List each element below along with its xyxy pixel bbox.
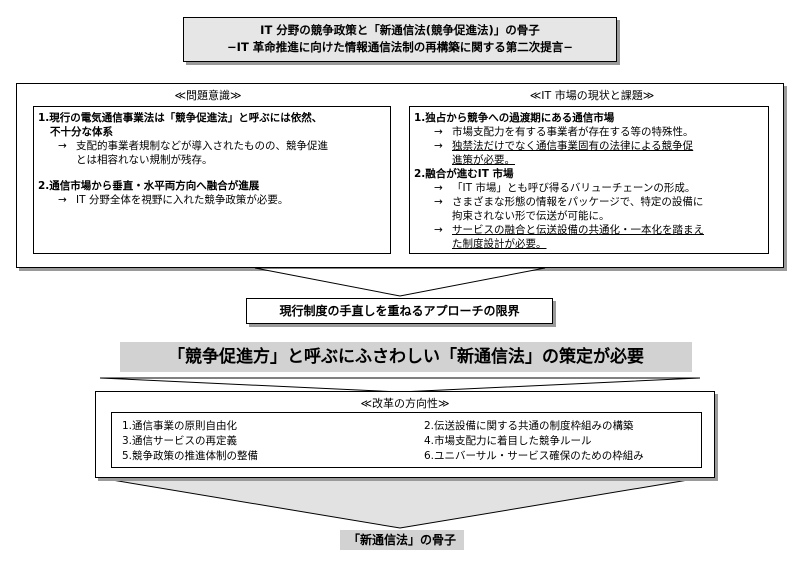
funnel-arrow-top (254, 267, 546, 297)
market-1-sub1: → 市場支配力を有する事業者が存在する等の特殊性。 (414, 125, 764, 139)
arrow-icon: → (434, 140, 443, 152)
outline-label: 「新通信法」の骨子 (340, 530, 464, 550)
market-box: 1.独占から競争への過渡期にある通信市場 → 市場支配力を有する事業者が存在する… (409, 106, 769, 254)
title-line2: −IT 革命推進に向けた情報通信法制の再構築に関する第二次提言− (227, 40, 573, 54)
reform-label: ≪改革の方向性≫ (360, 397, 450, 410)
arrow-icon: → (58, 194, 67, 206)
issue-1-sub: → 支配的事業者規制などが導入されたものの、競争促進 とは相容れない規制が残存。 (38, 139, 386, 167)
new-law-banner: 「競争促進方」と呼ぶにふさわしい「新通信法」の策定が必要 (120, 342, 692, 372)
issue-2-sub: → IT 分野全体を視野に入れた競争政策が必要。 (38, 193, 386, 207)
market-1-sub2: → 独禁法だけでなく通信事業固有の法律による競争促 進策が必要。 (414, 139, 764, 167)
reform-item-3: 3.通信サービスの再定義 (122, 435, 238, 447)
issue-1-heading-b: 不十分な体系 (50, 126, 113, 138)
issue-2-sub-a: IT 分野全体を視野に入れた競争政策が必要。 (76, 194, 289, 206)
arrow-icon: → (434, 182, 443, 194)
reform-item-2: 2.伝送設備に関する共通の制度枠組みの構築 (424, 420, 634, 432)
reform-right-column: 2.伝送設備に関する共通の制度枠組みの構築 4.市場支配力に着目した競争ルール … (424, 419, 644, 464)
market-2-sub2: → さまざまな形態の情報をパッケージで、特定の設備に 拘束されない形で伝送が可能… (414, 195, 764, 223)
market-2-sub1: → 「IT 市場」とも呼び得るバリューチェーンの形成。 (414, 181, 764, 195)
issue-1-sub-a: 支配的事業者規制などが導入されたものの、競争促進 (76, 140, 328, 152)
market-1-sub2-b: 進策が必要。 (452, 154, 515, 166)
market-2-sub1-text: 「IT 市場」とも呼び得るバリューチェーンの形成。 (452, 182, 696, 194)
reform-item-1: 1.通信事業の原則自由化 (122, 420, 238, 432)
funnel-arrow-mid (99, 377, 701, 393)
reform-item-5: 5.競争政策の推進体制の整備 (122, 450, 259, 462)
market-1-sub1-text: 市場支配力を有する事業者が存在する等の特殊性。 (452, 126, 694, 138)
issue-2-heading: 2.通信市場から垂直・水平両方向へ融合が進展 (38, 180, 260, 192)
issue-1-heading-a: 1.現行の電気通信事業法は「競争促進法」と呼ぶには依然、 (38, 112, 323, 124)
reform-item-4: 4.市場支配力に着目した競争ルール (424, 435, 592, 447)
reform-left-column: 1.通信事業の原則自由化 3.通信サービスの再定義 5.競争政策の推進体制の整備 (122, 419, 258, 464)
market-label: ≪IT 市場の現状と課題≫ (529, 89, 655, 102)
arrow-icon: → (58, 140, 67, 152)
issues-label: ≪問題意識≫ (174, 89, 242, 102)
market-2-sub3-b: た制度設計が必要。 (452, 238, 547, 250)
reform-box: 1.通信事業の原則自由化 3.通信サービスの再定義 5.競争政策の推進体制の整備… (111, 412, 702, 468)
reform-item-6: 6.ユニバーサル・サービス確保のための枠組み (424, 450, 644, 462)
market-2-sub3: → サービスの融合と伝送設備の共通化・一本化を踏まえ た制度設計が必要。 (414, 223, 764, 251)
market-2-sub2-a: さまざまな形態の情報をパッケージで、特定の設備に (452, 196, 704, 208)
market-1-heading: 1.独占から競争への過渡期にある通信市場 (414, 112, 615, 124)
issue-1-sub-b: とは相容れない規制が残存。 (76, 154, 213, 166)
market-1-sub2-a: 独禁法だけでなく通信事業固有の法律による競争促 (452, 140, 694, 152)
arrow-icon: → (434, 196, 443, 208)
market-2-heading: 2.融合が進むIT 市場 (414, 168, 514, 180)
title-line1: IT 分野の競争政策と「新通信法(競争促進法)」の骨子 (260, 23, 540, 37)
issues-box: 1.現行の電気通信事業法は「競争促進法」と呼ぶには依然、 不十分な体系 → 支配… (33, 106, 391, 254)
approach-limit-box: 現行制度の手直しを重ねるアプローチの限界 (246, 298, 553, 324)
arrow-icon: → (434, 224, 443, 236)
market-2-sub2-b: 拘束されない形で伝送が可能に。 (452, 210, 610, 222)
funnel-arrow-bottom (99, 477, 701, 529)
arrow-icon: → (434, 126, 443, 138)
title-box: IT 分野の競争政策と「新通信法(競争促進法)」の骨子 −IT 革命推進に向けた… (183, 17, 617, 62)
market-2-sub3-a: サービスの融合と伝送設備の共通化・一本化を踏まえ (452, 224, 704, 236)
